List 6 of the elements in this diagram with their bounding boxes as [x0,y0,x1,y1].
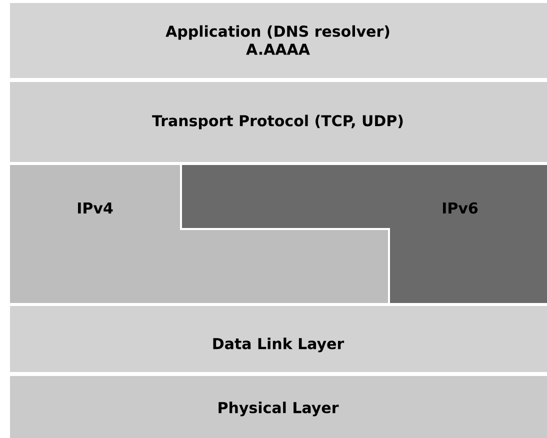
layer-band: Transport Protocol (TCP, UDP) [10,82,547,162]
layer-band: Data Link Layer [10,306,547,372]
layer-band: Application (DNS resolver) A.AAAA [10,3,547,78]
layer-band: Physical Layer [10,376,547,438]
layer-band: IPv4 [10,164,388,303]
layer-band: IPv6 [182,164,547,303]
